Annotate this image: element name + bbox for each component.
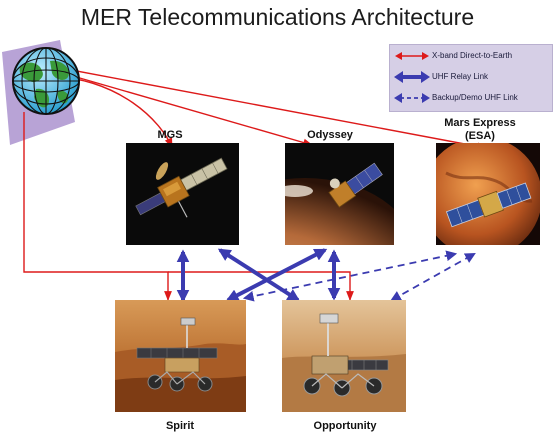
- opportunity-rover-shape: [303, 313, 389, 397]
- diagram-title: MER Telecommunications Architecture: [80, 4, 475, 30]
- xband-link-odyssey: [51, 69, 313, 147]
- uhf-link-opportunity-mgs: [217, 248, 301, 302]
- orbiter-label-odyssey: Odyssey: [307, 129, 353, 141]
- red-double-arrow-icon: [395, 52, 429, 60]
- mars-express-orbiter-image: [436, 143, 540, 245]
- odyssey-orbiter-image: [285, 143, 394, 245]
- xband-link-mars-express: [49, 65, 487, 151]
- uhf-link-spirit-odyssey: [225, 248, 328, 302]
- earth-globe-icon: [12, 47, 80, 115]
- legend-label-uhf: UHF Relay Link: [432, 72, 489, 81]
- spirit-rover-image: [115, 300, 246, 412]
- blue-thick-double-arrow-icon: [394, 71, 430, 83]
- backup-link-opportunity-mars-express: [390, 252, 476, 302]
- xband-link-spirit: [23, 112, 172, 301]
- orbiter-label-mars-express: Mars Express (ESA): [444, 117, 516, 142]
- blue-dashed-double-arrow-icon: [394, 93, 430, 103]
- legend-item-xband: X-band Direct-to-Earth: [390, 47, 552, 67]
- rover-label-spirit: Spirit: [165, 420, 195, 432]
- mgs-orbiter-image: [126, 143, 239, 245]
- spirit-rover-shape: [136, 317, 218, 392]
- legend-label-xband: X-band Direct-to-Earth: [432, 51, 513, 60]
- legend-item-backup: Backup/Demo UHF Link: [390, 89, 552, 109]
- legend-item-uhf: UHF Relay Link: [390, 68, 552, 88]
- orbiter-label-mgs: MGS: [157, 129, 183, 141]
- opportunity-rover-image: [282, 300, 406, 412]
- rover-label-opportunity: Opportunity: [313, 420, 377, 432]
- legend: X-band Direct-to-Earth UHF Relay Link Ba…: [389, 44, 553, 112]
- legend-label-backup: Backup/Demo UHF Link: [432, 93, 518, 102]
